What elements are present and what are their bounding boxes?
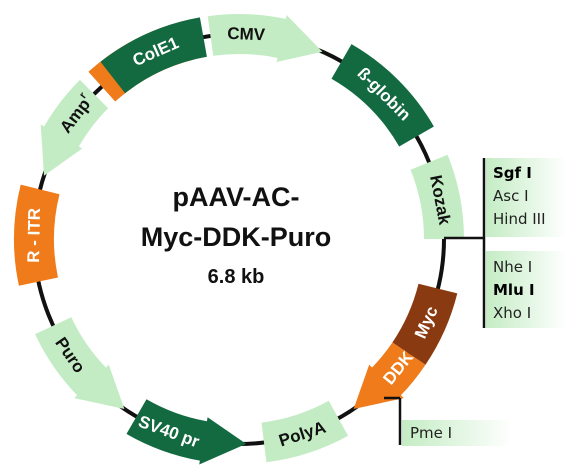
site-xho-i: Xho I bbox=[493, 304, 531, 322]
feature-kozak: Kozak bbox=[410, 154, 464, 239]
feature-cole1: ColE1 bbox=[100, 17, 207, 94]
feature-label-cmv: CMV bbox=[227, 24, 266, 44]
feature-shape-b-globin bbox=[331, 44, 434, 147]
site-nhe-i: Nhe I bbox=[493, 258, 532, 276]
site-connectors bbox=[384, 158, 486, 445]
feature-shape-ampr bbox=[40, 79, 109, 176]
plasmid-name-line1: pAAV-AC- bbox=[173, 182, 300, 212]
site-box-group1 bbox=[486, 158, 567, 237]
feature-myc: Myc bbox=[392, 283, 458, 365]
site-box-group2 bbox=[486, 251, 567, 328]
feature-shape-cmv bbox=[207, 13, 323, 62]
site-pme-i: Pme I bbox=[410, 424, 452, 442]
feature-ampr: Ampr bbox=[40, 79, 109, 176]
plasmid-name-line2: Myc-DDK-Puro bbox=[141, 222, 332, 252]
plasmid-size: 6.8 kb bbox=[208, 266, 265, 288]
site-sgf-i: Sgf I bbox=[493, 164, 532, 182]
site-asc-i: Asc I bbox=[493, 187, 529, 205]
feature-shape-puro bbox=[35, 317, 125, 409]
feature-sv40pr: SV40 pr bbox=[126, 399, 247, 465]
site-box-group3 bbox=[402, 420, 512, 446]
feature-shape-polya bbox=[261, 400, 349, 463]
feature-shape-sv40pr bbox=[126, 399, 247, 465]
feature-r-itr: R - ITR bbox=[13, 184, 60, 286]
feature-shape-ddk bbox=[353, 342, 426, 409]
feature-cmv: CMV bbox=[207, 13, 323, 62]
feature-puro: Puro bbox=[35, 317, 125, 409]
feature-b-globin: ß-globin bbox=[331, 44, 434, 147]
feature-shape-myc bbox=[392, 283, 458, 365]
feature-polya: PolyA bbox=[261, 400, 349, 463]
feature-label-r-itr: R - ITR bbox=[24, 208, 44, 263]
feature-shape-kozak bbox=[410, 154, 464, 239]
feature-shape-cole1 bbox=[100, 17, 207, 94]
site-mlu-i: Mlu I bbox=[493, 281, 535, 299]
feature-shape-r-itr bbox=[13, 184, 60, 286]
site-hind-iii: Hind III bbox=[493, 210, 546, 228]
